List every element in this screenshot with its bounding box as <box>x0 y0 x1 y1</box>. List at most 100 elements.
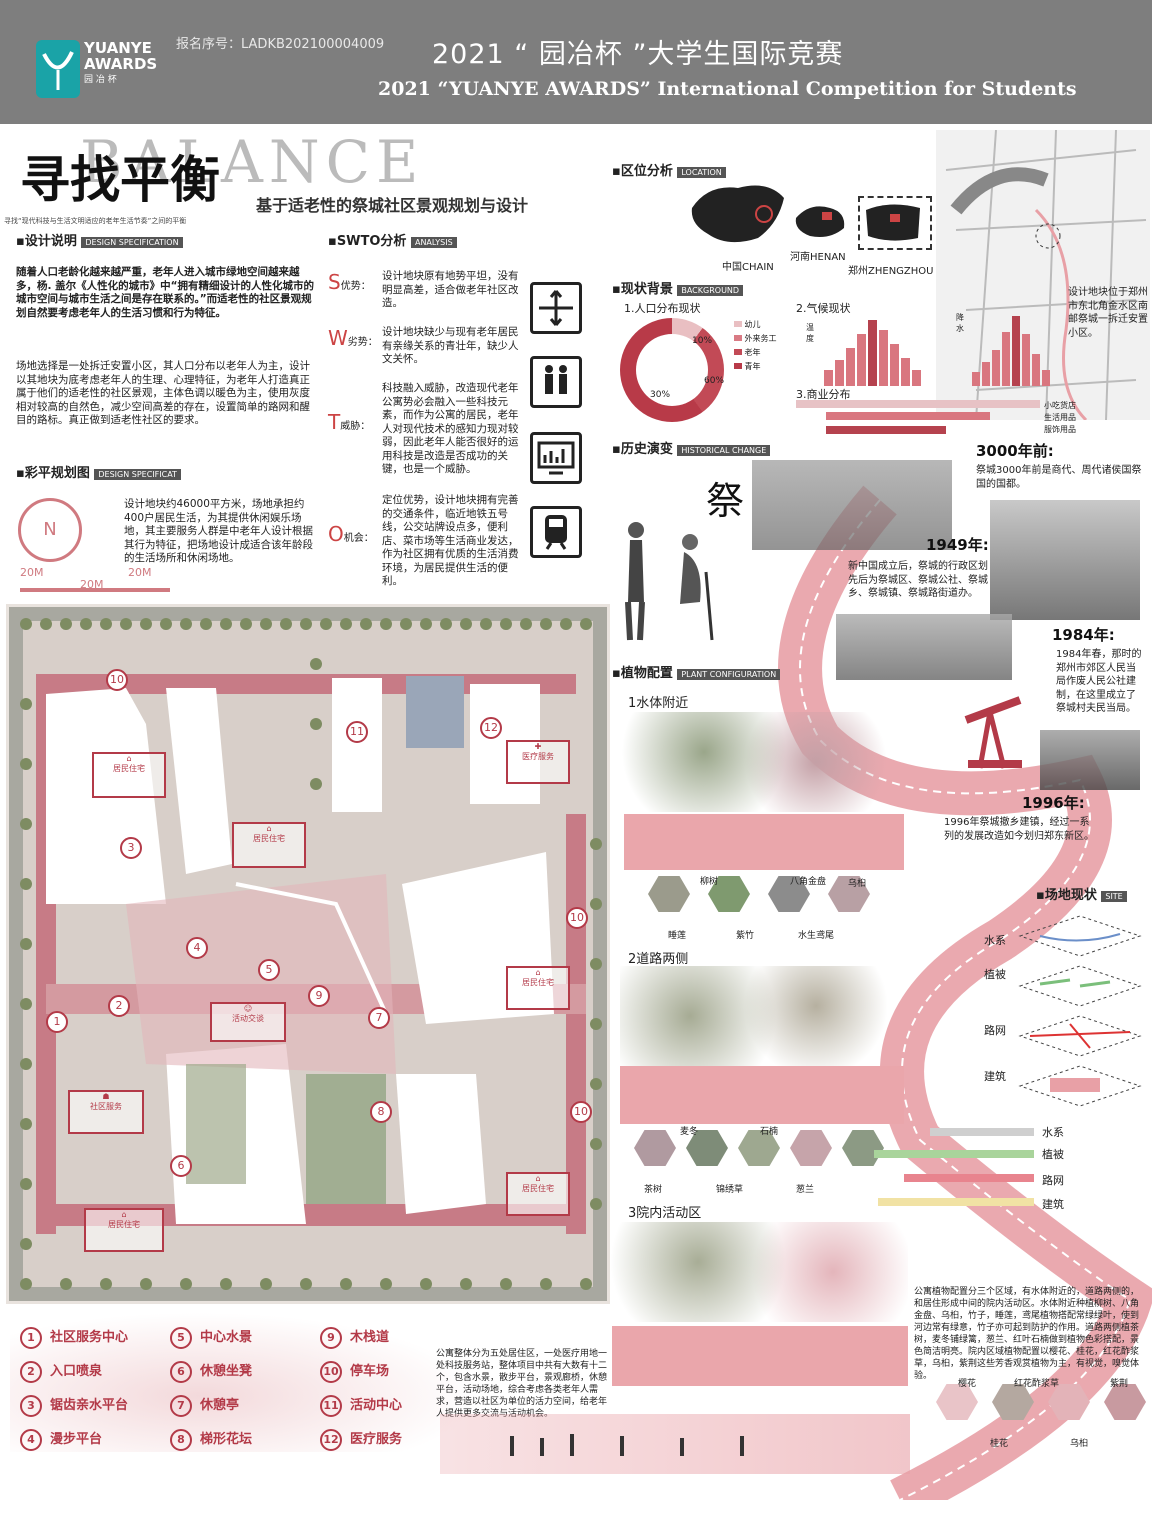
plants-s3-trees <box>608 1222 908 1322</box>
plant-s2-label-0: 麦冬 <box>680 1127 699 1137</box>
history-photo-2 <box>836 614 1012 680</box>
background-heading: ▪现状背景 BACKGROUND <box>612 278 744 297</box>
zhengzhou-map-icon <box>858 196 932 250</box>
plant-label-2: 乌桕 <box>848 879 867 889</box>
plan-marker-5: 5 <box>258 958 288 981</box>
site-layer-water: 水系 <box>984 934 1006 947</box>
title-bg-word: BALANCE <box>80 128 425 196</box>
plan-marker-10b: 10 <box>566 906 596 929</box>
plan-marker-7: 7 <box>368 1006 398 1029</box>
site-legend-bar-road <box>904 1174 1034 1182</box>
swot-w-letter: W劣势： <box>328 326 378 350</box>
rainfall-chart <box>970 310 1060 386</box>
registration-number: 报名序号：LADKB202100004009 <box>176 37 385 52</box>
plant-label-0: 柳树 <box>700 877 719 887</box>
scale-label-1: 20M <box>20 566 44 579</box>
plants-s2-hexes <box>634 1130 884 1166</box>
plan-marker-11: 11 <box>346 720 376 743</box>
plant-s3-label-3: 桂花 <box>990 1439 1009 1449</box>
site-legend-water: 水系 <box>1042 1126 1064 1139</box>
elderly-silhouette-icon <box>608 512 728 642</box>
poster-subtitle: 基于适老性的祭城社区景观规划与设计 <box>256 196 529 215</box>
community-service-icon: ☗社区服务 <box>68 1090 144 1134</box>
plan-marker-2: 2 <box>108 994 138 1017</box>
site-legend-bar-veg <box>874 1150 1034 1158</box>
population-donut <box>620 318 724 422</box>
activity-icon: ☺活动交谈 <box>210 1002 286 1042</box>
bottom-section-strip <box>440 1414 910 1474</box>
plants-s3-hexes <box>936 1384 1146 1420</box>
design-spec-p2: 场地选择是一处拆迁安置小区，其人口分布以老年人为主，设计以其地块为底考虑老年人的… <box>16 360 310 426</box>
plants-s1-section <box>624 814 904 870</box>
site-legend-road: 路网 <box>1042 1174 1064 1187</box>
home-icon-4: ⌂居民住宅 <box>506 1172 570 1216</box>
location-desc: 设计地块位于郑州市东北角金水区南邮祭城一拆迁安置小区。 <box>1068 287 1148 339</box>
swot-t-text: 科技融入威胁，改造现代老年公寓势必会融入一些科技元素，而作为公寓的居民，老年人对… <box>382 382 519 475</box>
pct-10: 10% <box>692 336 713 346</box>
monument-photo <box>990 500 1140 620</box>
commerce-bar-3 <box>826 426 946 434</box>
climate-rain-label: 降水 <box>956 313 964 333</box>
plan-marker-3: 3 <box>120 836 150 859</box>
commerce-title: 3.商业分布 <box>796 388 851 401</box>
plants-s1-title: 1水体附近 <box>628 696 689 711</box>
climate-title: 2.气候现状 <box>796 302 851 315</box>
site-layer-building: 建筑 <box>984 1070 1006 1083</box>
home-icon-1: ⌂居民住宅 <box>92 752 166 798</box>
plan-marker-9: 9 <box>308 984 338 1007</box>
location-heading: ▪区位分析 LOCATION <box>612 160 726 179</box>
design-spec-heading: ▪设计说明 DESIGN SPECIFICATION <box>16 230 183 249</box>
history-year-1: 3000年前: <box>976 442 1054 460</box>
scale-label-3: 20M <box>128 566 152 579</box>
plants-s3-section <box>612 1326 908 1386</box>
commerce-bar-1 <box>796 400 1040 408</box>
history-text-3: 1984年春，那时的郑州市郊区人民当局作废人民公社建制，在这里成立了祭城村夫民当… <box>1056 649 1142 714</box>
plant-s2-label-3: 锦绣草 <box>716 1185 744 1195</box>
oil-pump-icon <box>960 680 1030 770</box>
history-year-2: 1949年: <box>926 536 989 554</box>
label-zhengzhou: 郑州ZHENGZHOU <box>848 266 934 277</box>
label-china: 中国CHAIN <box>722 262 774 273</box>
history-text-4: 1996年祭城撤乡建镇，经过一系列的发展改造如今划归郑东新区。 <box>944 817 1094 842</box>
competition-title-en: 2021 “YUANYE AWARDS” International Compe… <box>378 78 1077 100</box>
header-bar <box>0 0 1152 124</box>
pop-title: 1.人口分布现状 <box>624 302 701 315</box>
home-icon-2: ⌂居民住宅 <box>232 822 306 868</box>
plan-marker-10c: 10 <box>570 1100 600 1123</box>
plan-marker-8: 8 <box>370 1100 400 1123</box>
plants-s2-section <box>620 1066 904 1124</box>
plant-s2-label-2: 茶树 <box>644 1185 663 1195</box>
home-icon-3: ⌂居民住宅 <box>506 966 570 1010</box>
design-spec-p1: 随着人口老龄化越来越严重，老年人进入城市绿地空间越来越多，杨. 盖尔《人性化的城… <box>16 266 315 319</box>
plan-marker-4: 4 <box>186 936 216 959</box>
climate-temp-label: 温度 <box>806 323 814 343</box>
commerce-labels: 小吃货店 生活用品 服饰用品 <box>1044 401 1076 434</box>
yuanye-logo-icon <box>36 40 80 98</box>
swot-o-letter: O机会： <box>328 522 374 546</box>
pct-60: 60% <box>704 376 725 386</box>
plant-s3-label-1: 红花酢浆草 <box>1014 1379 1060 1389</box>
swot-s-text: 设计地块原有地势平坦，没有明显高差，适合做老年社区改造。 <box>382 270 519 309</box>
site-legend-bar-water <box>930 1128 1034 1136</box>
site-layer-veg: 植被 <box>984 968 1006 981</box>
color-plan-heading: ▪彩平规划图 DESIGN SPECIFICAT <box>16 462 181 481</box>
pct-30: 30% <box>650 390 671 400</box>
plan-marker-6: 6 <box>170 1154 200 1177</box>
history-year-4: 1996年: <box>1022 794 1085 812</box>
ji-glyph: 祭 <box>706 479 745 523</box>
plants-s1-hexes-top <box>648 876 870 912</box>
monitor-chart-icon <box>530 432 582 484</box>
swot-w-text: 设计地块缺少与现有老年居民有亲缘关系的青壮年，缺少人文关怀。 <box>382 326 519 365</box>
history-photo-3 <box>1040 730 1140 790</box>
north-arrow-icon: N <box>18 498 82 562</box>
plants-s2-title: 2道路两侧 <box>628 952 689 967</box>
history-photo-1 <box>752 460 952 550</box>
site-layer-road: 路网 <box>984 1024 1006 1037</box>
